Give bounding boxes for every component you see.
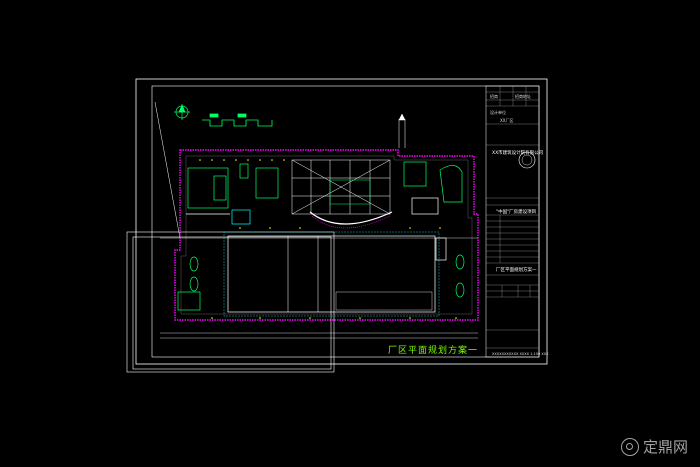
scale-bar [202, 113, 273, 127]
watermark-text: 定鼎网 [642, 438, 688, 456]
curved-walkway [309, 211, 393, 225]
boundary-diagonal [154, 101, 181, 239]
title-block-column [485, 85, 540, 358]
title-block-company: XX市建筑设计院有限公司 [492, 151, 544, 156]
north-arrow-icon [174, 104, 190, 120]
landscape-features [177, 237, 465, 311]
site-boundary [174, 149, 479, 321]
title-block-designer-label: 设计单位 [490, 110, 506, 115]
office-grid-building [291, 159, 391, 215]
overlay-frame [126, 231, 335, 373]
entrance-gate [398, 113, 406, 148]
road-lines [160, 237, 478, 339]
title-block-header-left: 招商 [490, 94, 498, 99]
title-block-footer: XXXXXXXXXXX XXXX 1:100 XXX [492, 352, 549, 356]
title-block-project: "中国"厂房建设项目 [496, 210, 537, 215]
title-block-lines [486, 86, 539, 349]
title-block-header-right: 招商地址 [515, 94, 531, 99]
company-seal-icon [518, 151, 536, 169]
ancillary-buildings-left [186, 163, 279, 225]
drawing-frame [151, 85, 540, 358]
ancillary-buildings-right [403, 161, 463, 215]
title-block-client: XX厂区 [500, 118, 514, 123]
dingding-logo-icon [620, 437, 639, 456]
tree-row [199, 159, 457, 319]
title-block-drawing-name: 厂区平面规划方案一 [496, 268, 537, 273]
plan-title: 厂区平面规划方案一 [388, 346, 479, 356]
watermark: 定鼎网 [620, 436, 688, 457]
sheet-outer-border [135, 78, 548, 365]
main-factory-building [223, 231, 440, 317]
